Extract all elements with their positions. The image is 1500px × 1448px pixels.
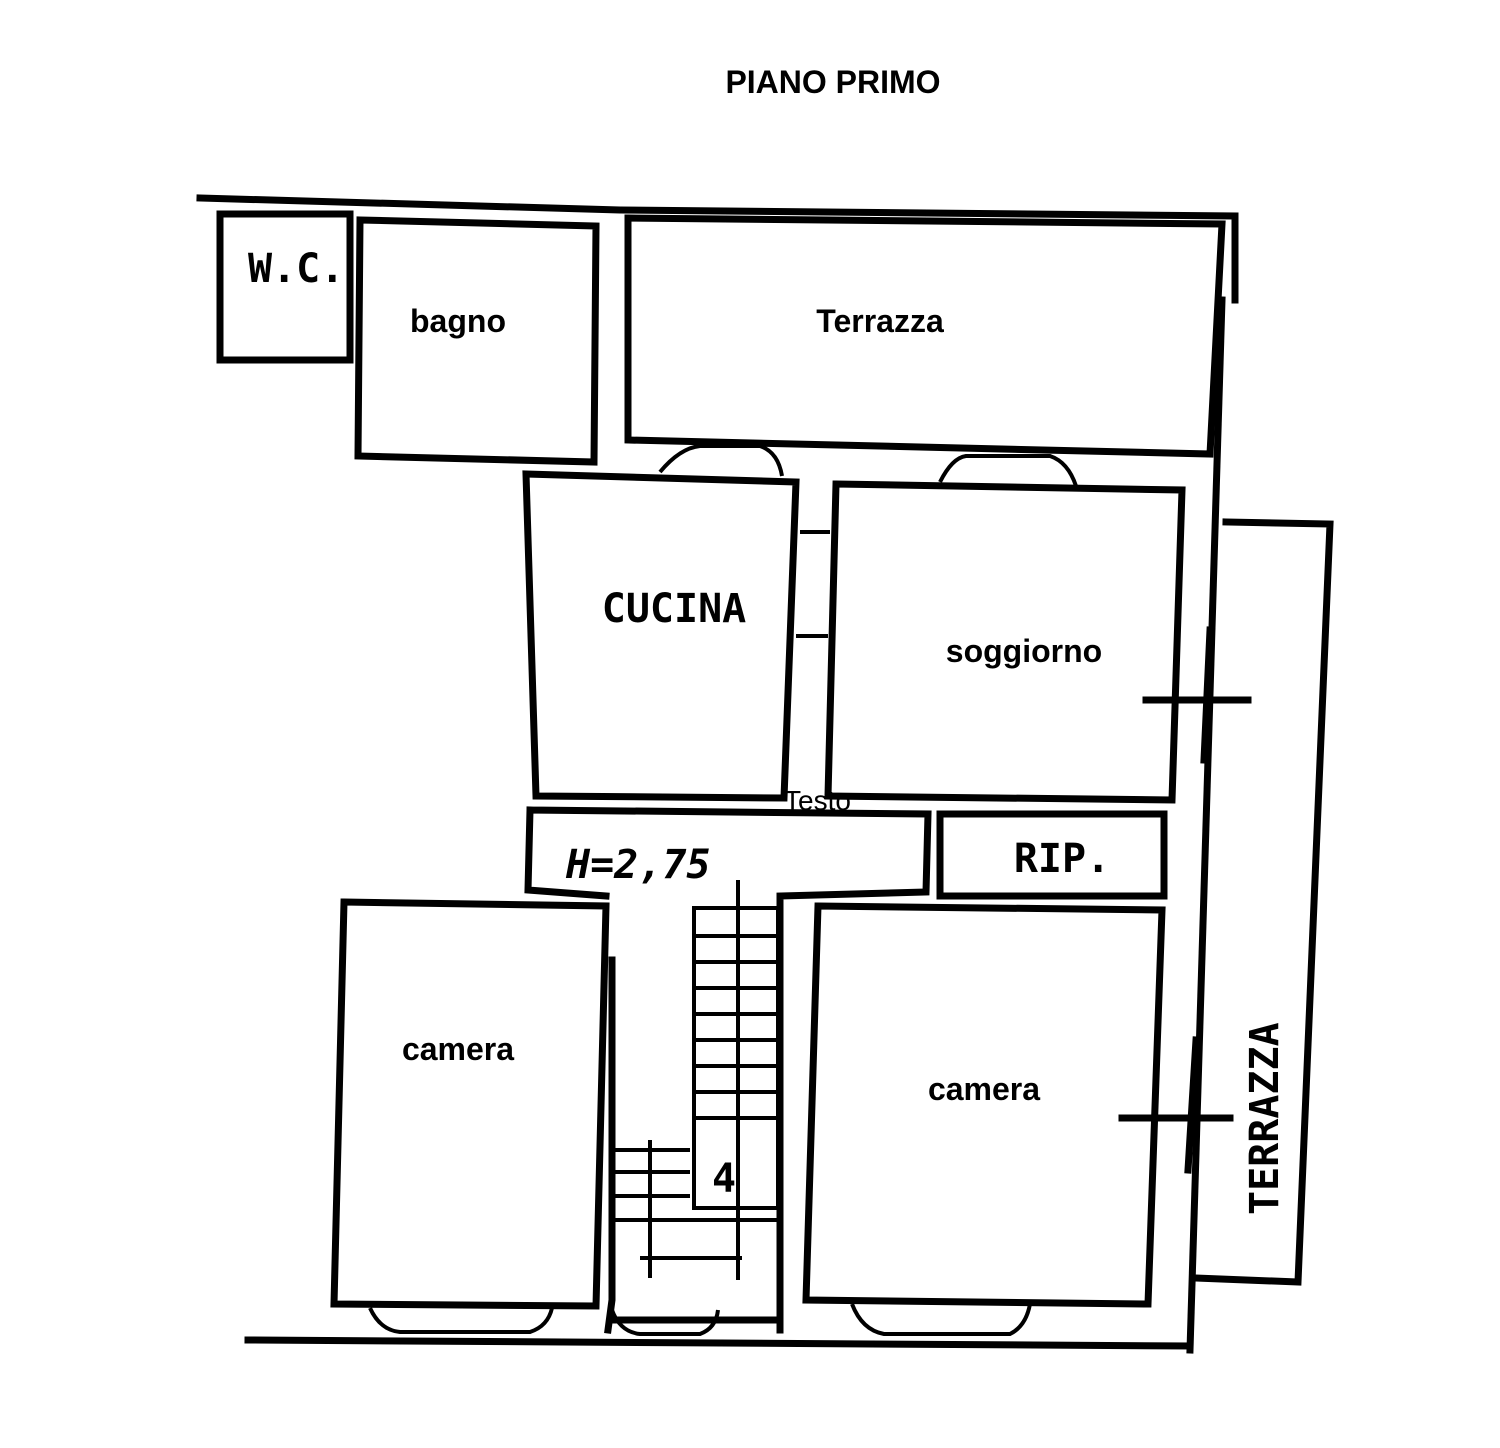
room-camera-right [802,902,1166,1308]
label-camera-right: camera [928,1071,1040,1107]
label-testo: Testo [784,785,851,816]
corridor [524,806,932,1334]
label-terrazza-top: Terrazza [816,303,944,339]
room-soggiorno [824,480,1186,804]
label-wc: W.C. [248,246,344,292]
label-soggiorno: soggiorno [946,633,1102,669]
outer-wall-bottom [244,1336,1194,1350]
plan-title: PIANO PRIMO [725,64,940,100]
stair-mark: 4 [712,1156,736,1202]
label-terrazza-side: TERRAZZA [1242,1022,1288,1215]
window-soggiorno [938,454,1078,487]
window-right [1118,626,1252,1174]
label-bagno: bagno [410,303,506,339]
outer-wall-right [1186,296,1226,1354]
label-height: H=2,75 [565,842,711,888]
passage [796,530,830,638]
outer-wall-top [196,194,1239,304]
room-terrazza-top [624,214,1226,458]
label-camera-left: camera [402,1031,514,1067]
window-cucina [658,444,784,477]
room-bagno [354,216,600,466]
label-cucina: CUCINA [602,586,747,632]
room-cucina [522,470,800,802]
label-rip: RIP. [1014,836,1110,882]
staircase [604,880,784,1334]
room-camera-left [330,898,610,1310]
room-ripostiglio [936,810,1168,900]
room-terrazza-side [1192,518,1334,1286]
windows-bottom [368,1303,1032,1336]
room-wc [216,210,354,364]
